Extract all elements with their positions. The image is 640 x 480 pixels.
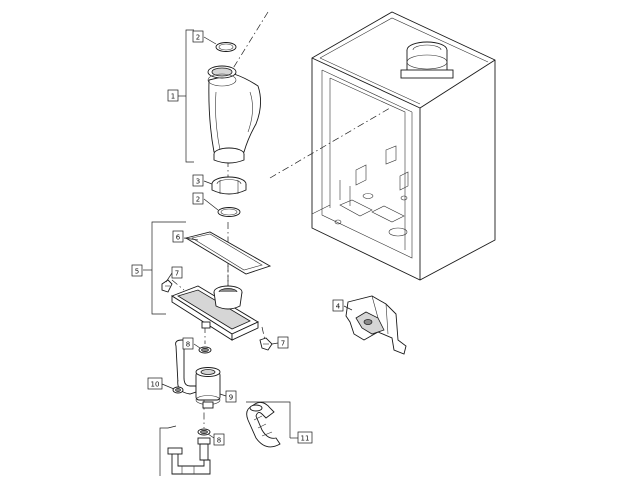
callout-3-label: 3 <box>196 178 200 186</box>
condensate-siphon <box>175 339 221 409</box>
drain-hose <box>246 402 281 448</box>
screw-left <box>161 279 173 293</box>
callout-8-lower-label: 8 <box>217 437 221 445</box>
seal-ring-top <box>215 42 237 52</box>
callout-3: 3 <box>192 174 204 187</box>
callout-2-top-label: 2 <box>196 34 200 42</box>
callout-8-upper-label: 8 <box>186 341 190 349</box>
callout-7-right: 7 <box>277 336 289 349</box>
callout-8-lower: 8 <box>213 433 225 446</box>
callout-7-left: 7 <box>171 266 183 279</box>
callout-11: 11 <box>297 431 313 444</box>
callout-2-lower-label: 2 <box>196 196 200 204</box>
callout-10: 10 <box>147 377 163 390</box>
callout-1-label: 1 <box>171 93 175 101</box>
screw-right <box>259 337 273 351</box>
clamp-ring <box>211 176 247 195</box>
callout-4: 4 <box>332 299 344 312</box>
small-nut <box>172 386 184 394</box>
callout-11-label: 11 <box>301 435 310 443</box>
callout-7-right-label: 7 <box>281 340 285 348</box>
leader-lines <box>143 29 353 476</box>
gasket-frame <box>184 231 272 275</box>
callout-6-label: 6 <box>176 234 181 242</box>
callout-10-label: 10 <box>151 381 160 389</box>
callout-9: 9 <box>225 390 237 403</box>
callout-9-label: 9 <box>229 394 233 402</box>
seal-upper <box>198 346 212 354</box>
callout-2-top: 2 <box>192 30 204 43</box>
boiler-casing <box>311 11 496 281</box>
callout-1: 1 <box>167 89 179 102</box>
callout-7-left-label: 7 <box>175 270 179 278</box>
callout-8-upper: 8 <box>182 337 194 350</box>
callout-5-label: 5 <box>135 268 139 276</box>
condensate-tray <box>171 285 259 341</box>
seal-lower <box>197 428 211 436</box>
seal-ring-lower <box>217 207 241 217</box>
mounting-bracket <box>345 295 407 355</box>
callout-2-lower: 2 <box>192 192 204 205</box>
flue-elbow-pipe <box>207 65 261 164</box>
callout-6: 6 <box>172 230 184 243</box>
drain-pipe <box>167 437 211 475</box>
callout-5: 5 <box>131 264 143 277</box>
callout-4-label: 4 <box>336 303 341 311</box>
